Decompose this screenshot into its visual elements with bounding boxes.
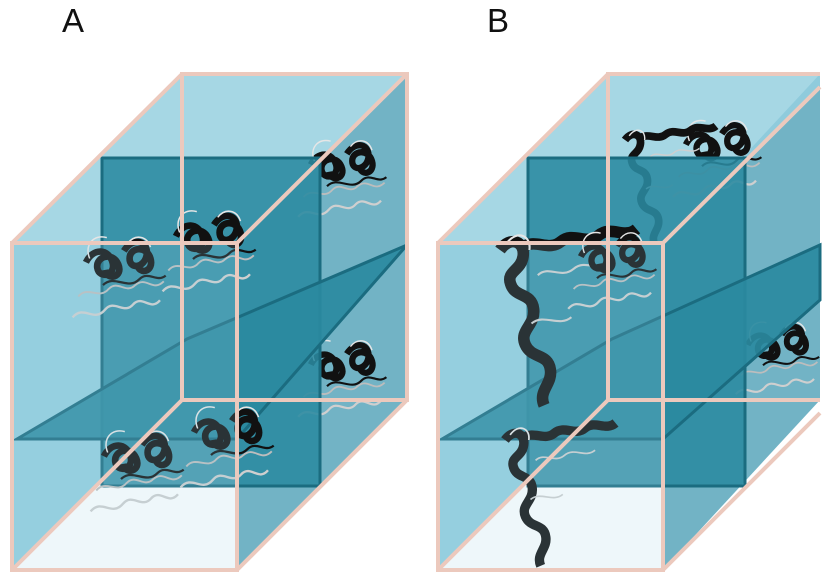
front-face-edge bbox=[10, 241, 239, 572]
edge-top-right bbox=[235, 72, 409, 245]
edge-bottom-left bbox=[436, 398, 610, 572]
horizontal-divider-plane bbox=[436, 242, 822, 441]
edge-top-left bbox=[436, 72, 610, 245]
panel-a-cube bbox=[10, 72, 409, 572]
panel-b-cube bbox=[436, 72, 822, 572]
panel-a-label: A bbox=[62, 2, 85, 39]
edge-top-left bbox=[10, 72, 184, 245]
panel-b-label: B bbox=[487, 2, 510, 39]
front-face-edge bbox=[436, 241, 665, 572]
edge-bottom-right bbox=[661, 411, 822, 572]
edge-top-right bbox=[661, 85, 822, 245]
back-face-edge bbox=[606, 72, 820, 402]
edge-bottom-left bbox=[10, 398, 184, 572]
edge-bottom-right bbox=[235, 398, 409, 572]
